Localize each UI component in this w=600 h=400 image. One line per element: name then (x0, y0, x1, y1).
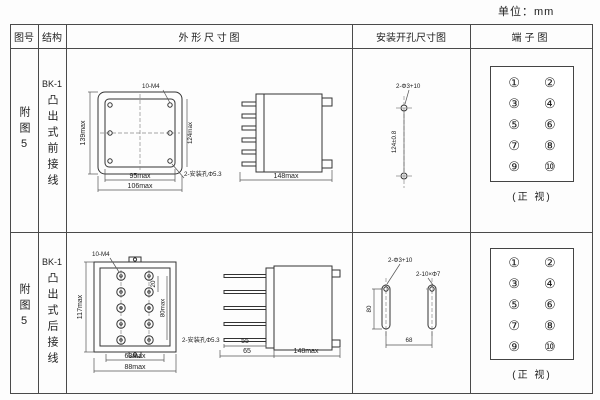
fig-no-row2: 附图5 (10, 272, 38, 342)
dim-hole-note: 2-Φ3+10 (396, 83, 421, 90)
dim-height: 117max (77, 294, 84, 319)
header-structure: 结构 (42, 32, 62, 44)
terminal-1: ① (508, 74, 520, 90)
header-fig-no: 图号 (14, 32, 34, 44)
mounting-drawing-row1: 2-Φ3+10 124±0.8 (391, 83, 421, 188)
dim-h-spacing: 68 (406, 337, 413, 344)
terminal-9: ⑨ (508, 338, 520, 354)
fig-no-row1: 附图5 (10, 95, 38, 165)
terminal-6: ⑥ (544, 296, 556, 312)
header-terminal: 端子图 (511, 32, 551, 44)
model-label: BK-1 (41, 78, 62, 89)
terminal-5: ⑤ (508, 116, 520, 132)
terminal-view-caption-row1: (正 视) (512, 192, 552, 203)
terminal-diagram-row2: ① ② ③ ④ ⑤ ⑥ ⑦ ⑧ ⑨ ⑩ (490, 248, 574, 360)
outline-drawing-rear-wiring: 10-M4 117max 20 80max 63max 88max 2-安装孔Φ… (77, 251, 341, 373)
dim-stud-depth: 55 (241, 338, 249, 345)
side-view-dimensions (239, 170, 333, 182)
terminal-diagram-row1: ① ② ③ ④ ⑤ ⑥ ⑦ ⑧ ⑨ ⑩ (490, 66, 574, 182)
dim-pitch: 20 (150, 280, 157, 287)
terminal-1: ① (508, 254, 520, 270)
terminal-6: ⑥ (544, 116, 556, 132)
dim-hole-note: 2-Φ3+10 (388, 257, 413, 264)
terminal-2: ② (544, 254, 556, 270)
terminal-2: ② (544, 74, 556, 90)
dim-inner-width: 95max (129, 173, 151, 180)
grid-hline (10, 393, 592, 394)
terminal-7: ⑦ (508, 137, 520, 153)
dim-v-spacing: 80 (366, 305, 373, 312)
front-view-dimensions (88, 89, 188, 192)
dim-hole-note: 2-安装孔Φ5.3 (184, 170, 222, 178)
outline-drawing-front-wiring: 10-M4 139max 124max 95max 106max 2-安装孔Φ5… (80, 83, 333, 192)
terminal-8: ⑧ (544, 137, 556, 153)
terminal-8: ⑧ (544, 317, 556, 333)
grid-vline (38, 24, 39, 394)
dim-width: 106max (128, 183, 153, 190)
front-view (93, 256, 177, 358)
terminal-3: ③ (508, 275, 520, 291)
fig-no-text: 附图5 (18, 105, 30, 155)
terminal-10: ⑩ (544, 158, 556, 174)
grid-hline (10, 48, 592, 49)
terminal-4: ④ (544, 275, 556, 291)
terminal-grid: ① ② ③ ④ ⑤ ⑥ ⑦ ⑧ ⑨ ⑩ (508, 76, 555, 173)
grid-vline (10, 24, 11, 394)
dim-stud-field: 80max (160, 298, 167, 317)
terminal-3: ③ (508, 95, 520, 111)
dim-hole-spacing: 124±0.8 (391, 130, 398, 153)
mounting-dimensions (372, 263, 434, 348)
dim-screws: 10-M4 (142, 83, 160, 90)
grid-vline (66, 24, 67, 394)
side-view (223, 265, 341, 351)
mounting-dimensions (403, 89, 410, 172)
grid-hline (10, 232, 592, 233)
structure-text: 凸出式前接线 (46, 93, 58, 190)
grid-hline (10, 24, 592, 25)
terminal-4: ④ (544, 95, 556, 111)
dim-depth-a: 65 (243, 348, 251, 355)
dim-screws: 10-M4 (92, 251, 110, 258)
terminal-5: ⑤ (508, 296, 520, 312)
side-view (241, 93, 333, 173)
structure-row2: BK-1 凸出式后接线 (38, 252, 66, 372)
terminal-7: ⑦ (508, 317, 520, 333)
dim-height: 139max (80, 120, 87, 145)
side-view-dimensions (219, 344, 341, 358)
dim-width: 88max (124, 364, 146, 371)
structure-row1: BK-1 凸出式前接线 (38, 74, 66, 194)
grid-vline (592, 24, 593, 394)
structure-text: 凸出式后接线 (46, 271, 58, 368)
grid-vline (470, 24, 471, 394)
terminal-grid: ① ② ③ ④ ⑤ ⑥ ⑦ ⑧ ⑨ ⑩ (508, 256, 555, 353)
header-outline: 外 形 尺 寸 图 (178, 32, 240, 44)
front-view (97, 91, 183, 175)
header-mounting: 安装开孔尺寸图 (376, 32, 446, 44)
mounting-drawing-row2: 2-Φ3+10 2-10×Φ7 80 68 (366, 257, 441, 348)
terminal-10: ⑩ (544, 338, 556, 354)
dim-depth: 148max (294, 348, 319, 355)
dim-inner-width: 63max (124, 353, 146, 360)
front-view-dimensions (84, 257, 177, 373)
model-label: BK-1 (41, 256, 62, 267)
dim-slot-note: 2-10×Φ7 (416, 271, 441, 278)
dim-hole-note: 2-安装孔Φ5.3 (182, 336, 220, 344)
grid-vline (352, 24, 353, 394)
dim-depth: 148max (274, 173, 299, 180)
fig-no-text: 附图5 (18, 282, 30, 332)
terminal-view-caption-row2: (正 视) (512, 370, 552, 381)
terminal-9: ⑨ (508, 158, 520, 174)
mounting-slots (380, 278, 438, 338)
dim-inner-height: 124max (187, 121, 194, 144)
unit-label: 单位：mm (498, 6, 555, 18)
